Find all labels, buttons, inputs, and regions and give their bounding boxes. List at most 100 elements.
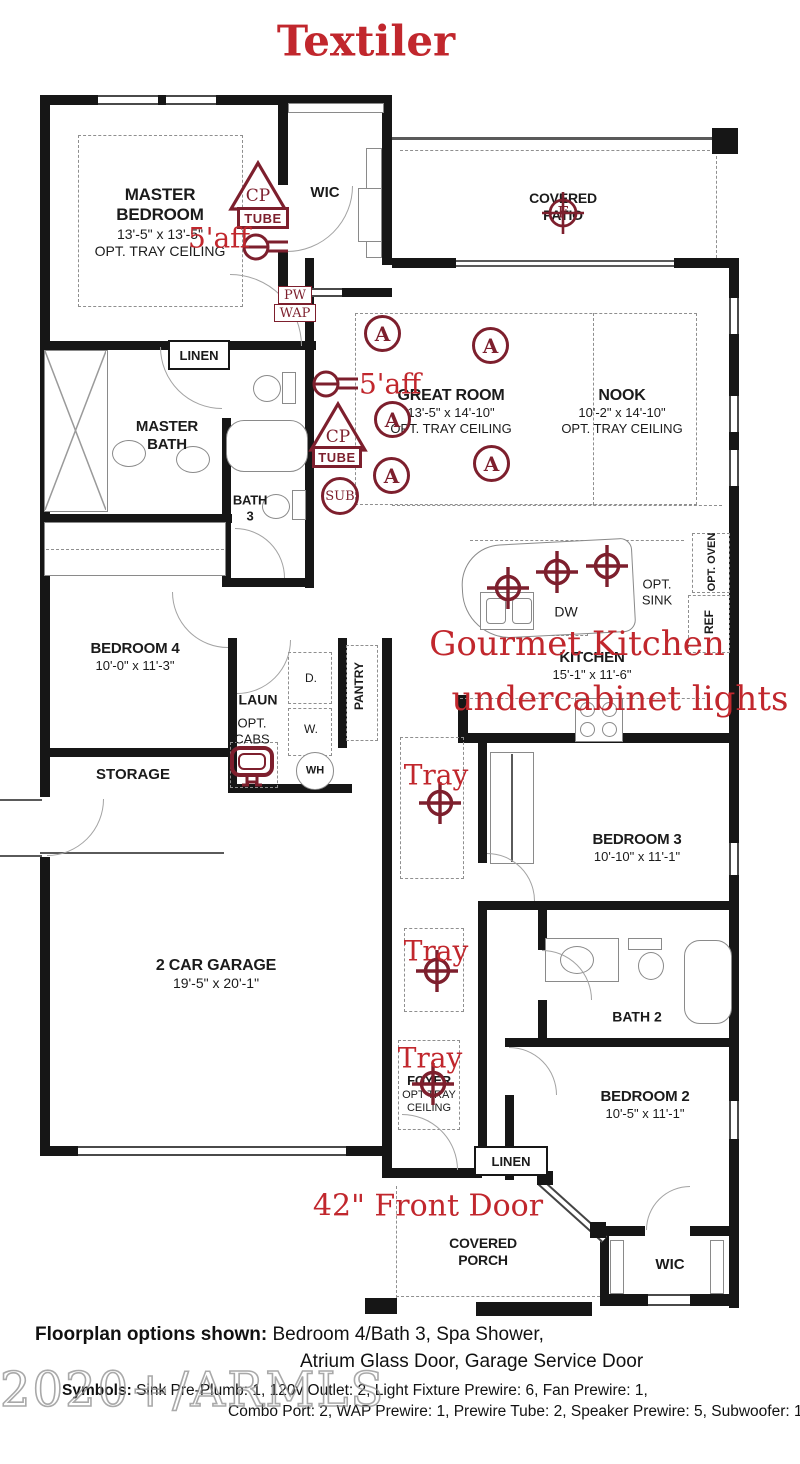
stove-burner <box>602 702 617 717</box>
kitchen-dashed-line <box>392 505 722 506</box>
light-fixture-prewire-icon <box>418 781 462 825</box>
outlet-120v-icon <box>310 366 360 402</box>
sliding-door <box>456 265 674 267</box>
tray-outline <box>404 928 464 1012</box>
annotation-gourmet-kitchen: Gourmet Kitchen <box>429 624 725 664</box>
light-fixture-prewire-icon <box>415 949 459 993</box>
garage-door <box>78 1146 346 1156</box>
wall <box>478 903 487 1175</box>
room-label-bedroom-4: BEDROOM 4 10'-0" x 11'-3" <box>90 640 180 674</box>
wall <box>390 1168 482 1178</box>
window <box>729 450 739 486</box>
window <box>729 843 739 875</box>
light-fixture-prewire-icon <box>411 1062 455 1106</box>
speaker-prewire-icon: A <box>374 401 411 438</box>
wall <box>278 250 288 292</box>
toilet-tank <box>282 372 296 404</box>
storage-line <box>40 852 224 854</box>
stove-burner <box>602 722 617 737</box>
tray-outline <box>400 737 464 879</box>
wall <box>600 1226 645 1236</box>
pantry-shelves <box>346 645 378 741</box>
wall <box>382 638 392 1178</box>
kitchen-sink-basin <box>512 598 532 624</box>
porch-pillar <box>365 1298 397 1314</box>
annotation-undercabinet-lights: undercabinet lights <box>451 679 789 719</box>
room-label-kitchen: KITCHEN 15'-1" x 11'-6" <box>552 649 632 683</box>
wall <box>278 95 288 185</box>
toilet-tank <box>628 938 662 950</box>
wall <box>712 128 738 154</box>
room-label-bedroom-2: BEDROOM 2 10'-5" x 11'-1" <box>600 1088 690 1122</box>
closet-shelf <box>610 1240 624 1294</box>
wall <box>228 638 237 793</box>
linen-closet: LINEN <box>168 340 230 370</box>
fan-prewire-icon: F <box>541 191 585 235</box>
wall <box>392 258 456 268</box>
shower <box>44 350 108 512</box>
wall <box>228 784 352 793</box>
legend-symbols-line1: Symbols: Sink Pre-Plumb: 1, 120v Outlet:… <box>62 1382 648 1399</box>
light-fixture-prewire-icon <box>535 550 579 594</box>
wall <box>40 748 232 757</box>
legend-symbols-label: Symbols: <box>62 1382 132 1399</box>
wall <box>590 1222 606 1238</box>
annotation-aff: 5'aff <box>187 221 251 255</box>
wall <box>222 418 231 583</box>
room-label-covered-porch: COVERED PORCH <box>449 1235 517 1268</box>
toilet <box>262 494 290 519</box>
window <box>166 95 216 105</box>
laundry-opt-cabs: OPT. CABS <box>234 715 270 746</box>
dryer-label: D. <box>305 670 317 685</box>
closet-shelf <box>511 754 513 862</box>
speaker-prewire-icon: A <box>373 457 410 494</box>
toilet <box>253 375 281 402</box>
room-label-wic: WIC <box>310 184 340 201</box>
annotation-tray: Tray <box>403 934 469 968</box>
wall <box>600 1226 609 1300</box>
page-title: Textiler <box>276 16 456 66</box>
kitchen-sink-basin <box>486 598 506 624</box>
porch-dashed-line <box>396 1186 397 1298</box>
watermark: 2020+/ARMLS <box>0 1361 386 1419</box>
window <box>729 298 739 334</box>
landing-line <box>0 855 42 857</box>
patio-wall <box>392 137 738 140</box>
patio-dashed-line <box>400 150 710 151</box>
wall <box>478 901 730 910</box>
room-label-storage: STORAGE <box>96 766 170 783</box>
wall <box>40 341 170 350</box>
door-opening <box>300 288 342 297</box>
water-heater-label: WH <box>305 764 325 777</box>
annotation-tray: Tray <box>397 1041 463 1075</box>
porch-wall <box>476 1302 592 1316</box>
window <box>648 1294 690 1306</box>
toilet <box>638 952 664 980</box>
light-fixture-prewire-icon <box>486 566 530 610</box>
wall <box>505 1038 730 1047</box>
closet-shelf <box>710 1240 724 1294</box>
wall <box>40 857 50 1156</box>
wall <box>505 1095 514 1180</box>
closet-shelf <box>358 188 382 242</box>
stove-burner <box>580 722 595 737</box>
room-label-wic-bottom: WIC <box>655 1256 685 1273</box>
room-label-master-bedroom: MASTER BEDROOM 13'-5" x 13'-5" OPT. TRAY… <box>94 184 226 259</box>
room-label-master-bath: MASTER BATH <box>135 418 199 453</box>
sink-pre-plumb-icon <box>228 744 276 790</box>
speaker-prewire-icon: A <box>473 445 510 482</box>
annotation-tray: Tray <box>403 758 469 792</box>
patio-dashed-line <box>716 156 717 258</box>
subwoofer-icon: SUB <box>321 477 359 515</box>
legend-options-line1: Floorplan options shown: Bedroom 4/Bath … <box>35 1324 544 1345</box>
linen-closet: LINEN <box>474 1146 548 1176</box>
wall <box>305 258 314 588</box>
wall <box>538 910 547 950</box>
prewire-tube-icon: TUBE <box>312 446 362 468</box>
legend-symbols-line2: Combo Port: 2, WAP Prewire: 1, Prewire T… <box>228 1403 800 1420</box>
window <box>729 1101 739 1139</box>
wall <box>338 638 347 748</box>
wall <box>690 1226 733 1236</box>
porch-dashed-line <box>396 1296 600 1297</box>
